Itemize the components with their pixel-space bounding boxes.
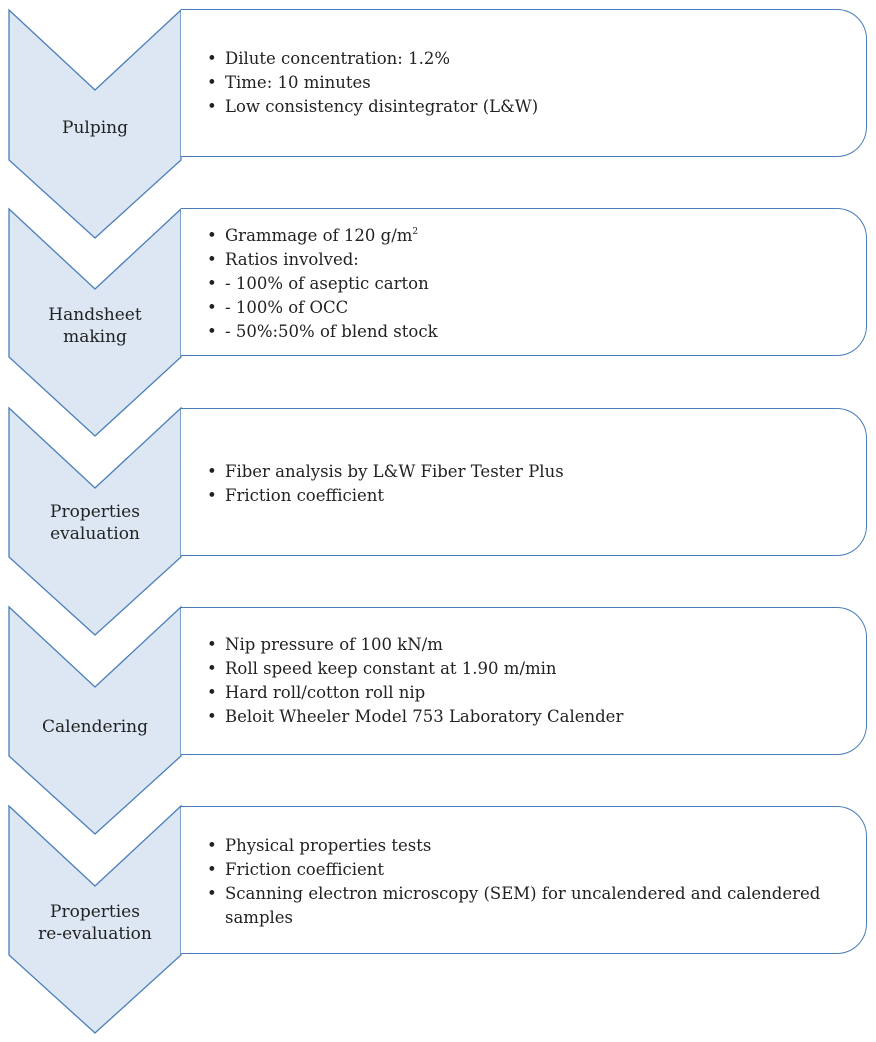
step-5-label: Properties re-evaluation bbox=[10, 901, 180, 945]
step-5-bullet: Scanning electron microscopy (SEM) for u… bbox=[203, 882, 840, 930]
step-5-bullet: Friction coefficient bbox=[203, 858, 840, 882]
step-2-bullet: Ratios involved: bbox=[203, 248, 840, 272]
step-4-label-line: Calendering bbox=[42, 717, 148, 737]
step-5-label-line: Properties bbox=[50, 902, 140, 922]
step-2-details: Grammage of 120 g/m2 Ratios involved: - … bbox=[181, 208, 867, 356]
step-3-details: Fiber analysis by L&W Fiber Tester Plus … bbox=[181, 408, 867, 556]
step-1-bullet: Dilute concentration: 1.2% bbox=[203, 47, 840, 71]
step-3-label: Properties evaluation bbox=[10, 501, 180, 545]
step-3-chevron bbox=[8, 406, 182, 636]
step-1-details: Dilute concentration: 1.2% Time: 10 minu… bbox=[181, 9, 867, 157]
step-2-bullet: - 100% of OCC bbox=[203, 296, 840, 320]
step-4-bullet: Roll speed keep constant at 1.90 m/min bbox=[203, 657, 840, 681]
step-5-chevron bbox=[8, 804, 182, 1034]
grammage-text: Grammage of 120 g/m bbox=[225, 226, 413, 245]
step-2-bullet-grammage: Grammage of 120 g/m2 bbox=[203, 224, 840, 248]
step-1-bullet: Time: 10 minutes bbox=[203, 71, 840, 95]
step-1-bullet: Low consistency disintegrator (L&W) bbox=[203, 95, 840, 119]
step-1-chevron bbox=[8, 8, 182, 239]
grammage-superscript: 2 bbox=[412, 227, 419, 237]
step-2-chevron bbox=[8, 207, 182, 437]
step-5-bullet: Physical properties tests bbox=[203, 834, 840, 858]
step-4-bullet: Nip pressure of 100 kN/m bbox=[203, 633, 840, 657]
step-3-bullet: Fiber analysis by L&W Fiber Tester Plus bbox=[203, 460, 840, 484]
step-1-label-line: Pulping bbox=[62, 118, 128, 138]
step-2-bullet: - 100% of aseptic carton bbox=[203, 272, 840, 296]
step-5-label-line: re-evaluation bbox=[38, 924, 152, 944]
step-1-bullet-list: Dilute concentration: 1.2% Time: 10 minu… bbox=[203, 47, 840, 119]
step-1-label: Pulping bbox=[10, 117, 180, 139]
step-4-label: Calendering bbox=[10, 716, 180, 738]
step-4-details: Nip pressure of 100 kN/m Roll speed keep… bbox=[181, 607, 867, 755]
step-2-label-line: Handsheet bbox=[48, 305, 142, 325]
step-5-details: Physical properties tests Friction coeff… bbox=[181, 806, 867, 954]
step-2-bullet: - 50%:50% of blend stock bbox=[203, 320, 840, 344]
step-4-chevron bbox=[8, 605, 182, 835]
step-3-bullet-list: Fiber analysis by L&W Fiber Tester Plus … bbox=[203, 460, 840, 508]
step-3-label-line: evaluation bbox=[50, 524, 140, 544]
step-5-bullet-list: Physical properties tests Friction coeff… bbox=[203, 834, 840, 930]
step-2-bullet-list: Grammage of 120 g/m2 Ratios involved: - … bbox=[203, 224, 840, 344]
step-4-bullet: Hard roll/cotton roll nip bbox=[203, 681, 840, 705]
step-4-bullet-list: Nip pressure of 100 kN/m Roll speed keep… bbox=[203, 633, 840, 729]
step-2-label: Handsheet making bbox=[10, 304, 180, 348]
step-2-label-line: making bbox=[63, 327, 127, 347]
step-3-label-line: Properties bbox=[50, 502, 140, 522]
step-3-bullet: Friction coefficient bbox=[203, 484, 840, 508]
step-4-bullet: Beloit Wheeler Model 753 Laboratory Cale… bbox=[203, 705, 840, 729]
